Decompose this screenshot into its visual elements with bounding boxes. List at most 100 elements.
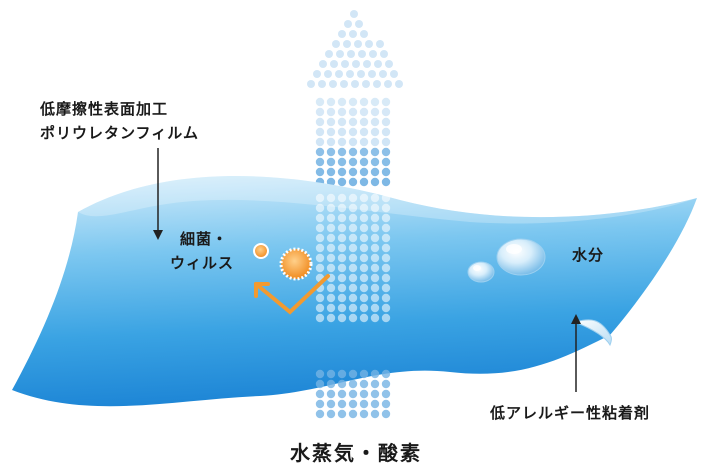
vapor-dot <box>337 409 347 419</box>
vapor-dot <box>326 213 336 223</box>
vapor-dot <box>319 60 327 68</box>
vapor-dot <box>365 40 373 48</box>
vapor-dot <box>381 167 391 177</box>
vapor-dot <box>348 399 358 409</box>
vapor-dot <box>359 223 369 233</box>
vapor-dot <box>315 409 325 419</box>
film-label-line1: 低摩擦性表面加工 <box>40 100 169 118</box>
vapor-dot <box>395 80 403 88</box>
vapor-dot <box>315 369 325 379</box>
vapor-dot <box>326 293 336 303</box>
vapor-dot <box>348 303 358 313</box>
vapor-dot <box>370 177 380 187</box>
vapor-dot <box>379 70 387 78</box>
vapor-dot <box>381 303 391 313</box>
vapor-dot <box>381 117 391 127</box>
vapor-dot <box>326 167 336 177</box>
water-drop-highlight <box>473 265 481 271</box>
vapor-dot <box>337 369 347 379</box>
vapor-dot <box>381 253 391 263</box>
vapor-dot <box>359 203 369 213</box>
vapor-dot <box>348 253 358 263</box>
vapor-dot <box>326 409 336 419</box>
vapor-dot <box>381 147 391 157</box>
vapor-dot <box>370 203 380 213</box>
vapor-dot <box>370 379 380 389</box>
vapor-dot <box>380 50 388 58</box>
vapor-dot <box>350 10 358 18</box>
vapor-dot <box>381 293 391 303</box>
vapor-dot <box>381 283 391 293</box>
vapor-dots-through-film <box>315 193 391 323</box>
vapor-dot <box>337 399 347 409</box>
vapor-dot <box>370 283 380 293</box>
vapor-dot <box>381 233 391 243</box>
adhesive-label: 低アレルギー性粘着剤 <box>490 404 651 422</box>
vapor-dot <box>315 253 325 263</box>
vapor-dot <box>359 253 369 263</box>
vapor-dot <box>370 97 380 107</box>
vapor-dot <box>385 60 393 68</box>
vapor-dot <box>348 243 358 253</box>
vapor-dot <box>315 389 325 399</box>
vapor-dot <box>374 60 382 68</box>
vapor-dot <box>326 107 336 117</box>
water-drop-small-icon <box>467 261 495 283</box>
vapor-dot <box>326 177 336 187</box>
vapor-dot <box>326 369 336 379</box>
vapor-dot <box>370 399 380 409</box>
vapor-dot <box>370 157 380 167</box>
vapor-dot <box>326 389 336 399</box>
vapor-dot <box>315 167 325 177</box>
vapor-dot <box>315 233 325 243</box>
vapor-dot <box>337 389 347 399</box>
vapor-dot <box>315 223 325 233</box>
vapor-dot <box>370 147 380 157</box>
vapor-dot <box>332 40 340 48</box>
vapor-dot <box>337 167 347 177</box>
vapor-dot <box>359 273 369 283</box>
vapor-dot <box>337 127 347 137</box>
vapor-dot <box>370 107 380 117</box>
vapor-dot <box>370 193 380 203</box>
vapor-dot <box>326 379 336 389</box>
vapor-dot <box>370 213 380 223</box>
vapor-dot <box>337 117 347 127</box>
vapor-dot <box>337 379 347 389</box>
peeled-corner <box>573 319 612 347</box>
vapor-dot <box>337 243 347 253</box>
vapor-dot <box>381 127 391 137</box>
vapor-dot <box>341 60 349 68</box>
vapor-dot <box>381 263 391 273</box>
vapor-dot <box>359 263 369 273</box>
vapor-dot <box>337 253 347 263</box>
water-label: 水分 <box>572 246 605 264</box>
deflect-chevron-icon <box>254 274 330 315</box>
vapor-dot <box>326 283 336 293</box>
vapor-dot <box>337 233 347 243</box>
vapor-dot <box>337 213 347 223</box>
vapor-dot <box>337 157 347 167</box>
vapor-dot <box>326 399 336 409</box>
vapor-dot <box>359 213 369 223</box>
vapor-dot <box>369 50 377 58</box>
vapor-dot <box>348 369 358 379</box>
vapor-dot <box>348 203 358 213</box>
vapor-dot <box>318 80 326 88</box>
vapor-dot <box>359 127 369 137</box>
vapor-dot <box>370 253 380 263</box>
vapor-dot <box>337 283 347 293</box>
bacteria-label-line1: 細菌・ <box>180 230 229 248</box>
film-pointer-arrow-icon <box>153 148 163 240</box>
vapor-dot <box>340 80 348 88</box>
vapor-dot <box>348 137 358 147</box>
vapor-dot <box>359 389 369 399</box>
vapor-dot <box>337 263 347 273</box>
vapor-dot <box>315 399 325 409</box>
vapor-dot <box>307 80 315 88</box>
vapor-dot <box>370 117 380 127</box>
vapor-oxygen-label: 水蒸気・酸素 <box>290 441 422 465</box>
vapor-dot <box>326 263 336 273</box>
vapor-dot <box>348 389 358 399</box>
